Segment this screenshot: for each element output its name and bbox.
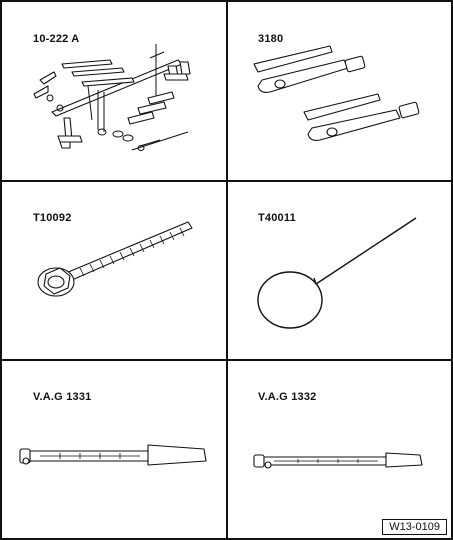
- panel-label: 3180: [258, 33, 284, 45]
- panel-vag1331: V.A.G 1331: [0, 361, 225, 539]
- panel-label: T40011: [258, 212, 296, 224]
- row-divider-2: [0, 359, 453, 361]
- panel-label: 10-222 A: [33, 33, 80, 45]
- figure-reference: W13-0109: [382, 519, 447, 535]
- panel-label: V.A.G 1331: [33, 391, 92, 403]
- pin-ring-icon: [257, 217, 417, 329]
- panel-vag1332: V.A.G 1332: [228, 361, 453, 539]
- panel-t10092: T10092: [0, 182, 225, 360]
- torque-wrench-large-icon: [19, 444, 207, 466]
- bolt-icon: [37, 221, 193, 297]
- engine-support-bridge-icon: [33, 44, 191, 151]
- panel-label: T10092: [33, 212, 72, 224]
- panel-t40011: T40011: [228, 182, 453, 360]
- panel-10-222a: 10-222 A: [0, 0, 225, 178]
- column-divider: [226, 0, 228, 540]
- torque-wrench-small-icon: [253, 452, 423, 469]
- clamp-pair-icon: [253, 45, 420, 141]
- panel-3180: 3180: [228, 0, 453, 178]
- panel-label: V.A.G 1332: [258, 391, 317, 403]
- row-divider-1: [0, 180, 453, 182]
